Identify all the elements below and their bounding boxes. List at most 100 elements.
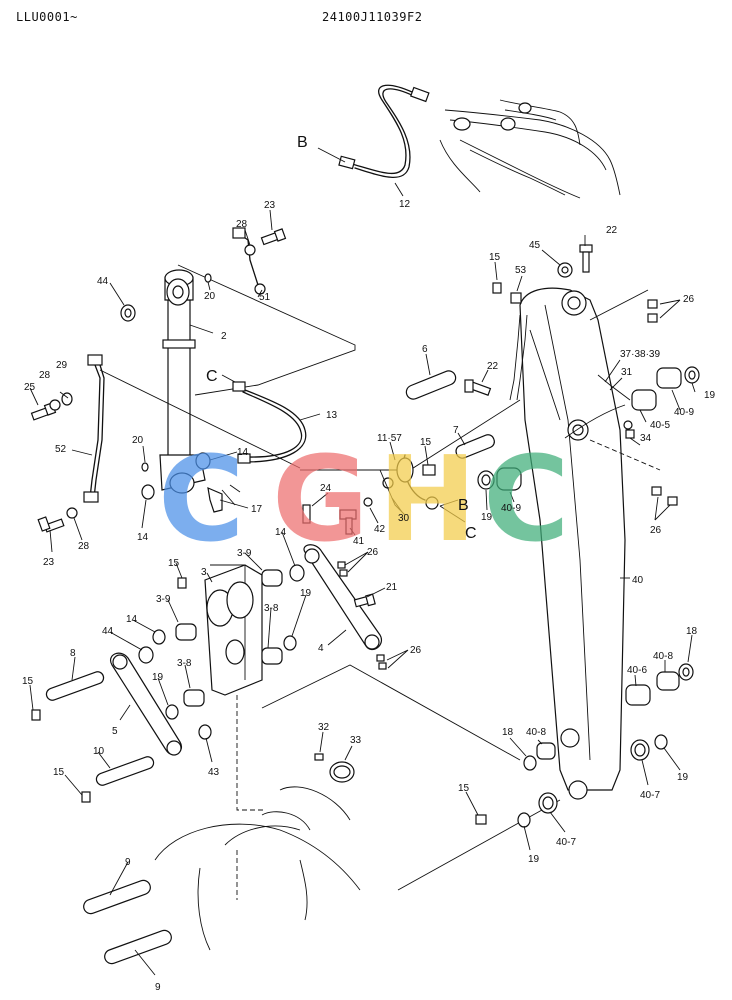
label-4: 4 [318,643,324,654]
label-40: 40 [632,575,644,586]
watermark: C G H C [158,430,570,568]
label-14c: 14 [275,527,287,538]
label-26b: 26 [367,547,379,558]
hose-12 [338,84,430,179]
label-43: 43 [208,767,220,778]
watermark-letter-2: G [272,430,369,568]
label-28a: 28 [236,219,248,230]
label-40-8a: 40-8 [653,651,673,662]
label-8: 8 [70,648,76,659]
label-28b: 28 [39,370,51,381]
label-19b: 19 [481,512,493,523]
watermark-letter-1: C [158,430,245,568]
label-23a: 23 [264,200,276,211]
label-9b: 9 [155,982,161,993]
label-40-9a: 40-9 [674,407,694,418]
bolt-23a [260,228,287,246]
label-42: 42 [374,524,386,535]
label-b-mid: B [458,497,469,514]
label-53: 53 [515,265,527,276]
label-26d: 26 [410,645,422,656]
label-12: 12 [399,199,411,210]
watermark-letter-3: H [378,430,477,568]
label-22a: 22 [606,225,618,236]
label-37-38-39: 37·38·39 [620,349,660,360]
label-23b: 23 [43,557,55,568]
label-51: 51 [259,292,271,303]
label-26c: 26 [650,525,662,536]
callout-labels: 12 B 28 23 44 20 51 2 C 13 28 29 25 52 2… [22,134,716,993]
label-14b: 14 [137,532,149,543]
label-45: 45 [529,240,541,251]
label-7: 7 [453,425,459,436]
label-40-6: 40-6 [627,665,647,676]
label-18a: 18 [686,626,698,637]
label-29: 29 [56,360,68,371]
label-13: 13 [326,410,338,421]
label-17: 17 [251,504,263,515]
label-6: 6 [422,344,428,355]
label-31: 31 [621,367,633,378]
label-44b: 44 [102,626,114,637]
label-15e: 15 [53,767,65,778]
link-3 [204,564,263,696]
label-40-8c: 40-8 [526,727,546,738]
label-5: 5 [112,726,118,737]
label-15a: 15 [489,252,501,263]
label-19d: 19 [152,672,164,683]
label-3: 3 [201,567,207,578]
label-c-left: C [206,368,218,385]
label-19c: 19 [300,588,312,599]
label-2: 2 [221,331,227,342]
label-22b: 22 [487,361,499,372]
label-41: 41 [353,536,365,547]
label-25: 25 [24,382,36,393]
label-20b: 20 [132,435,144,446]
bolt-23b [37,516,65,533]
label-40-5: 40-5 [650,420,670,431]
label-44a: 44 [97,276,109,287]
label-15f: 15 [458,783,470,794]
label-24: 24 [320,483,332,494]
label-3-9b: 3-9 [156,594,171,605]
label-28c: 28 [78,541,90,552]
drawing-number: 24100J11039F2 [322,10,423,24]
label-14a: 14 [237,447,249,458]
label-30: 30 [398,513,410,524]
label-40-7a: 40-7 [640,790,660,801]
label-3-8b: 3-8 [177,658,192,669]
link-4 [303,544,382,651]
arm-40 [509,287,626,800]
label-19e: 19 [677,772,689,783]
label-52: 52 [55,444,67,455]
label-15b: 15 [420,437,432,448]
label-20a: 20 [204,291,216,302]
cylinder-2 [159,269,206,494]
pipes-partial-view [439,99,621,199]
label-40-7b: 40-7 [556,837,576,848]
label-33: 33 [350,735,362,746]
label-19a: 19 [704,390,716,401]
leader-lines [29,147,696,976]
label-14d: 14 [126,614,138,625]
label-15c: 15 [168,558,180,569]
serial-code: LLU0001~ [16,10,78,24]
label-3-8a: 3-8 [264,603,279,614]
label-15d: 15 [22,676,34,687]
label-b-top: B [297,134,308,151]
label-21: 21 [386,582,398,593]
label-34: 34 [640,433,652,444]
label-40-9b: 40-9 [501,503,521,514]
label-26a: 26 [683,294,695,305]
label-18b: 18 [502,727,514,738]
watermark-letter-4: C [483,430,570,568]
label-32: 32 [318,722,330,733]
link-5 [110,652,182,756]
label-11-57: 11·57 [377,433,402,444]
label-10: 10 [93,746,105,757]
label-19f: 19 [528,854,540,865]
label-c-mid: C [465,525,477,542]
label-9a: 9 [125,857,131,868]
